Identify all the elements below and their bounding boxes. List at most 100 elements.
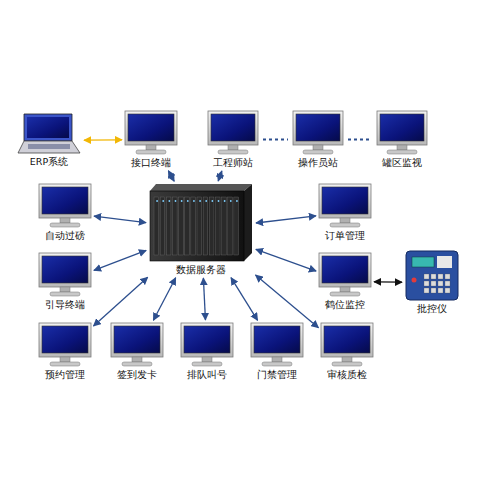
monitor-node: 门禁管理 [250,322,304,381]
controller-key [431,281,436,286]
monitor-node: 操作员站 [292,110,344,169]
monitor-bezel [251,323,303,357]
monitor-icon [124,110,178,156]
laptop-keys [28,144,70,149]
server-icon [148,183,254,263]
data-link-arrow [203,278,205,320]
laptop-node: ERP系统 [16,113,82,168]
monitor-base [330,223,360,227]
monitor-node: 签到发卡 [110,322,164,381]
node-label: 批控仪 [404,302,460,315]
node-label: 预约管理 [38,368,92,381]
server-blade [179,197,184,255]
monitor-node: 审核质检 [320,322,374,381]
monitor-icon [38,252,92,298]
monitor-icon [38,322,92,368]
server-blade [209,197,214,255]
monitor-neck [340,287,350,292]
data-link-arrow [231,278,258,321]
data-link-arrow [256,216,316,223]
monitor-bezel [125,111,177,145]
controller-lamp [412,278,417,283]
monitor-icon [207,110,259,156]
server-led [211,200,213,202]
monitor-base [332,362,362,366]
monitor-neck [60,357,70,362]
monitor-base [50,223,80,227]
server-blade [166,197,171,255]
server-led [199,200,201,202]
dotted-link [263,139,288,141]
node-label: ERP系统 [16,155,82,168]
data-link-arrow [153,278,175,320]
node-label: 审核质检 [320,368,374,381]
node-label: 订单管理 [318,229,372,242]
server-led [187,200,189,202]
node-label: 鹤位监控 [318,298,372,311]
monitor-neck [202,357,212,362]
data-link-arrow [374,281,402,283]
server-led [193,200,195,202]
node-label: 工程师站 [207,156,259,169]
monitor-bezel [377,111,427,145]
server-led [162,200,164,202]
server-blade [191,197,196,255]
monitor-screen [296,114,340,141]
monitor-neck [397,145,407,150]
controller-key [438,288,443,293]
monitor-node: 罐区监视 [376,110,428,169]
controller-key [438,281,443,286]
monitor-base [192,362,222,366]
server-blade [222,197,227,255]
monitor-base [330,292,360,296]
monitor-icon [318,183,372,229]
monitor-icon [320,322,374,368]
monitor-node: 工程师站 [207,110,259,169]
monitor-bezel [39,253,91,287]
server-led [224,200,226,202]
controller-body [406,251,458,300]
monitor-neck [60,287,70,292]
monitor-icon [318,252,372,298]
monitor-base [303,150,333,154]
monitor-base [218,150,248,154]
server-led [205,200,207,202]
monitor-icon [110,322,164,368]
monitor-screen [324,326,370,353]
monitor-neck [342,357,352,362]
server-side [244,184,252,261]
monitor-neck [313,145,323,150]
controller-node: 批控仪 [404,250,460,315]
monitor-icon [376,110,428,156]
data-link-arrow [168,171,174,182]
controller-key [431,288,436,293]
server-front [150,191,244,261]
laptop-lid [24,114,72,141]
monitor-bezel [111,323,163,357]
server-led [236,200,238,202]
server-blade [185,197,190,255]
monitor-bezel [319,184,371,218]
monitor-node: 自动过磅 [38,183,92,242]
server-led [218,200,220,202]
controller-display [412,257,434,267]
server-blade [234,197,239,255]
data-link-arrow [93,277,147,326]
monitor-screen [42,326,88,353]
node-label: 引导终端 [38,298,92,311]
controller-key [424,274,429,279]
monitor-screen [211,114,255,141]
dotted-link [348,139,372,141]
monitor-neck [146,145,156,150]
server-blade [172,197,177,255]
monitor-screen [380,114,424,141]
monitor-node: 接口终端 [124,110,178,169]
server-node: 数据服务器 [148,183,254,276]
node-label: 接口终端 [124,156,178,169]
monitor-screen [42,256,88,283]
monitor-icon [250,322,304,368]
monitor-bezel [208,111,258,145]
server-blade [197,197,202,255]
monitor-node: 订单管理 [318,183,372,242]
monitor-neck [132,357,142,362]
